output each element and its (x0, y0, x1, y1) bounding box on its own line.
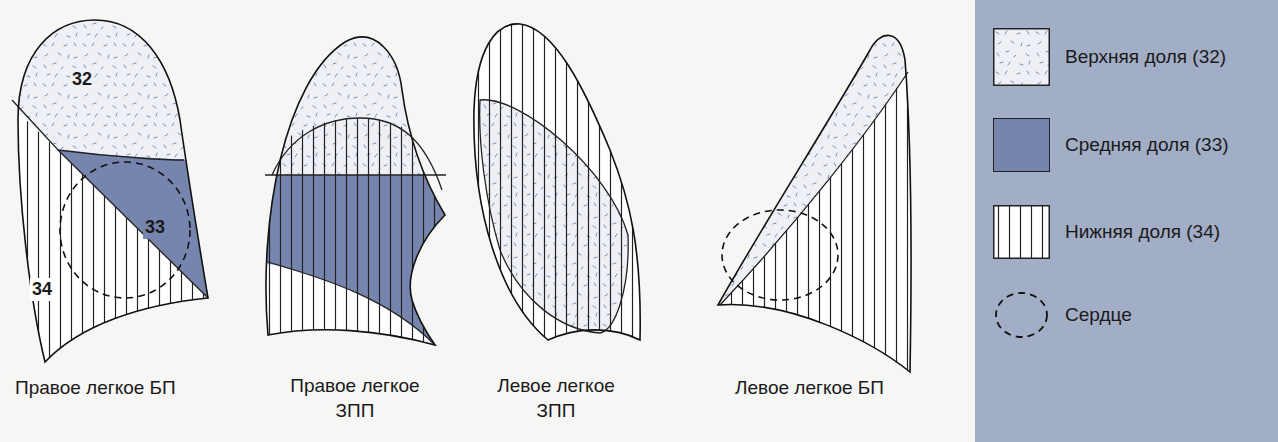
legend-panel (975, 0, 1278, 442)
legend-label: Нижняя доля (34) (1065, 221, 1220, 243)
legend-sample (993, 205, 1050, 259)
legend-swatch (993, 28, 1050, 86)
callout-number: 32 (70, 68, 94, 91)
legend-sample (993, 28, 1050, 86)
callout-number: 33 (143, 216, 167, 239)
left-lung-posterior (460, 0, 660, 400)
legend-swatch (993, 118, 1050, 172)
right-lung-anterior (0, 0, 240, 400)
view-caption: Правое легкое БП (15, 376, 176, 401)
legend-label: Средняя доля (33) (1065, 134, 1229, 156)
callout-number: 34 (30, 278, 54, 301)
legend-label: Сердце (1065, 304, 1132, 326)
left-lung-anterior (700, 0, 930, 400)
legend-label: Верхняя доля (32) (1065, 46, 1226, 68)
legend-swatch (993, 290, 1050, 340)
view-caption: Правое легкое ЗПП (275, 374, 435, 423)
right-lung-posterior (250, 0, 460, 400)
legend-sample (993, 290, 1050, 340)
legend-swatch (993, 205, 1050, 259)
view-caption: Левое легкое БП (735, 376, 884, 401)
view-caption: Левое легкое ЗПП (476, 374, 636, 423)
